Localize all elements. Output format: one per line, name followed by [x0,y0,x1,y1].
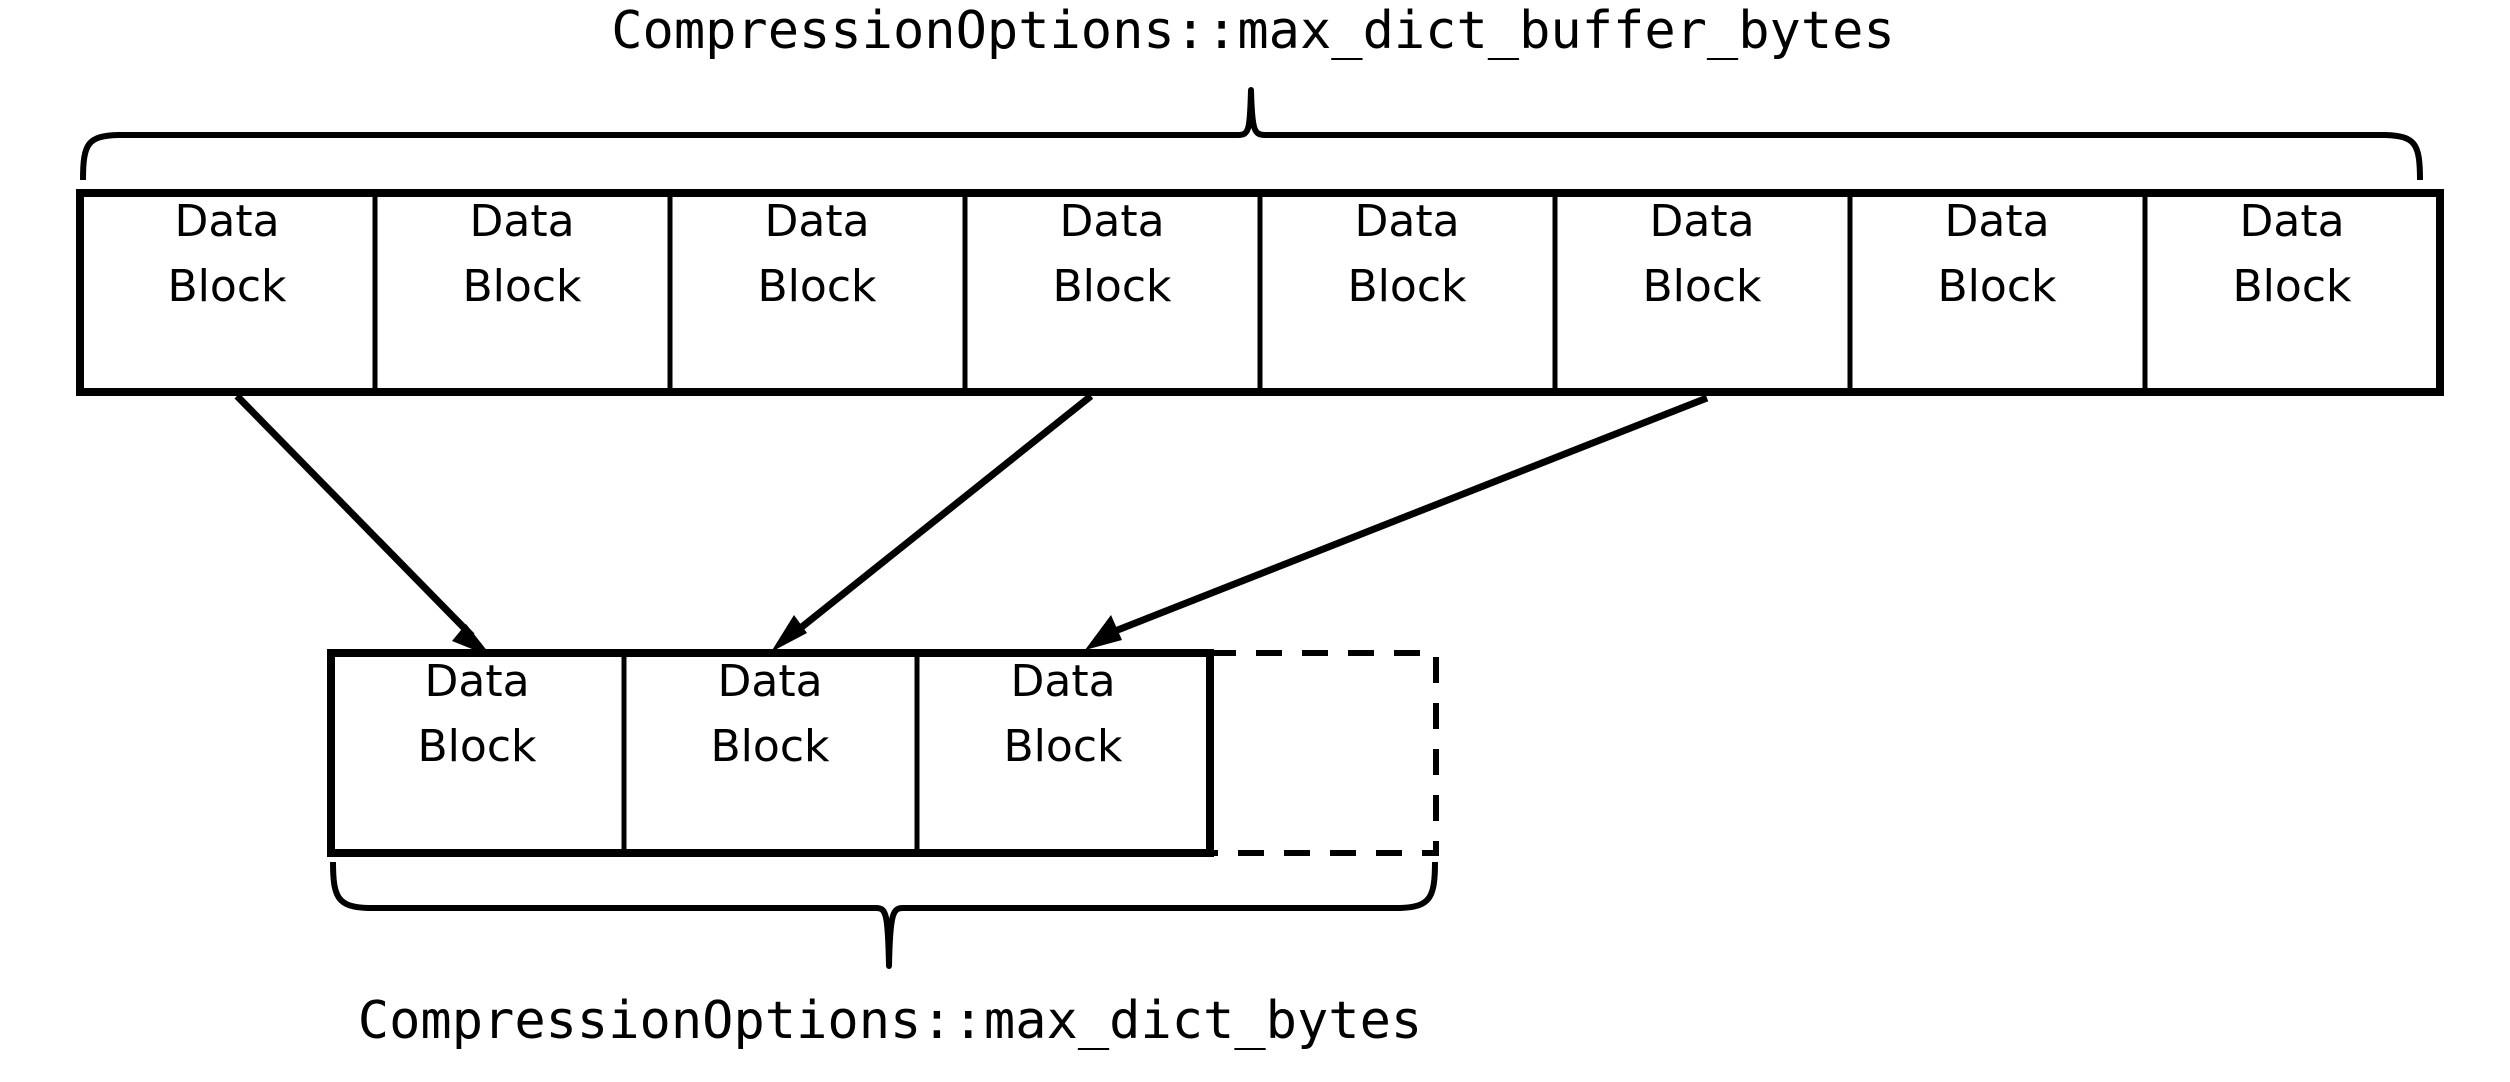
top-data-block-4-line2: Block [1052,261,1172,312]
bottom-label-max-dict-bytes: CompressionOptions::max_dict_bytes [358,991,1422,1051]
top-data-block-8-rect [2142,190,2443,395]
bottom-data-block-3: Data Block [914,650,1213,856]
bottom-data-block-2-line1: Data [717,656,822,707]
arrow-2-shaft [790,393,1094,637]
top-data-block-1-line2: Block [167,261,287,312]
top-label-max-dict-buffer-bytes: CompressionOptions::max_dict_buffer_byte… [611,1,1895,61]
bottom-row-blocks: Data Block Data Block Data Block [327,649,1439,857]
top-data-block-6: Data Block [1552,190,1853,395]
bottom-data-block-3-line1: Data [1010,656,1115,707]
top-data-block-1: Data Block [77,190,378,395]
top-data-block-2-rect [372,190,673,395]
top-data-block-6-line1: Data [1649,196,1754,247]
bottom-data-block-2: Data Block [621,650,920,856]
top-data-block-4: Data Block [962,190,1263,395]
top-data-block-8: Data Block [2142,190,2443,395]
top-data-block-5-line1: Data [1354,196,1459,247]
bottom-data-block-1: Data Block [328,650,627,856]
top-data-block-6-rect [1552,190,1853,395]
arrow-3-head [1085,615,1122,650]
bottom-data-block-1-line1: Data [424,656,529,707]
bottom-data-block-3-line2: Block [1003,721,1123,772]
top-data-block-3: Data Block [667,190,968,395]
top-data-block-5-line2: Block [1347,261,1467,312]
arrow-1-head [452,624,492,657]
bottom-row-outline [327,649,1214,857]
top-data-block-3-line2: Block [757,261,877,312]
arrow-2 [771,393,1094,652]
bottom-dashed-placeholder [1207,650,1439,856]
top-data-block-6-line2: Block [1642,261,1762,312]
arrow-3-shaft [1108,394,1709,637]
top-data-block-2: Data Block [372,190,673,395]
arrow-1 [234,393,492,657]
bottom-brace [330,861,1438,969]
top-data-block-8-line2: Block [2232,261,2352,312]
top-data-block-2-line1: Data [469,196,574,247]
top-row-outline [76,189,2444,396]
arrow-1-shaft [234,393,475,639]
arrow-3 [1085,394,1709,650]
top-data-block-1-line1: Data [174,196,279,247]
top-data-block-7-line1: Data [1944,196,2049,247]
top-data-block-4-line1: Data [1059,196,1164,247]
top-data-block-5: Data Block [1257,190,1558,395]
top-data-block-2-line2: Block [462,261,582,312]
top-data-block-7: Data Block [1847,190,2148,395]
top-data-block-8-line1: Data [2239,196,2344,247]
top-data-block-7-line2: Block [1937,261,2057,312]
top-brace [80,87,2423,181]
top-row-blocks: Data Block Data Block Data Block Data Bl… [76,189,2444,396]
arrow-group [234,393,1709,657]
arrow-2-head [771,615,807,652]
top-data-block-3-line1: Data [764,196,869,247]
bottom-data-block-2-line2: Block [710,721,830,772]
top-data-block-1-rect [77,190,378,395]
bottom-data-block-1-line2: Block [417,721,537,772]
